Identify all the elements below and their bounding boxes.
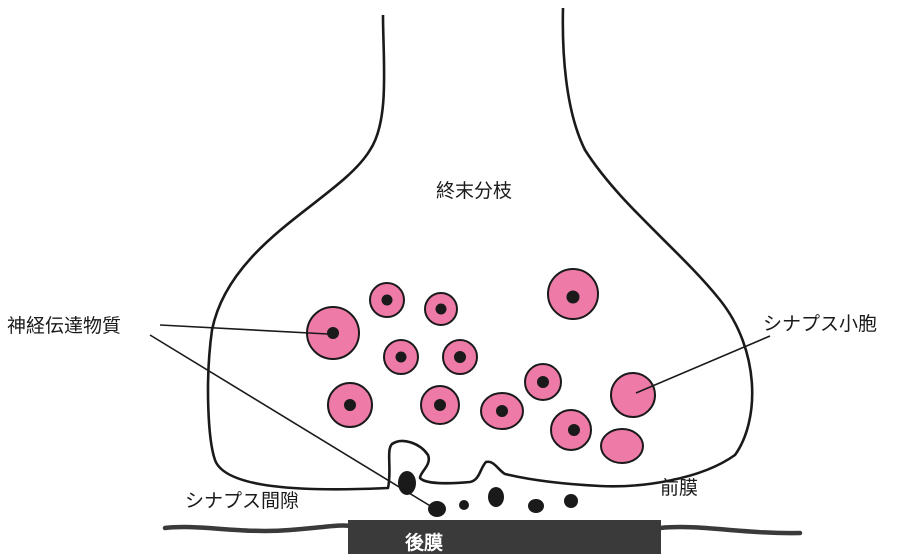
vesicle bbox=[425, 293, 457, 325]
vesicle bbox=[370, 283, 404, 317]
neurotransmitter-particle bbox=[564, 494, 578, 508]
vesicle bbox=[525, 364, 561, 400]
label-terminal-branch: 終末分枝 bbox=[436, 180, 512, 202]
label-presynaptic-membrane: 前膜 bbox=[660, 477, 698, 499]
terminal-membrane bbox=[208, 8, 752, 489]
vesicle bbox=[481, 393, 523, 429]
vesicles bbox=[307, 269, 655, 463]
label-synaptic-cleft: シナプス間隙 bbox=[185, 490, 299, 512]
vesicle bbox=[611, 373, 655, 417]
vesicle bbox=[601, 429, 643, 463]
vesicle bbox=[551, 410, 591, 450]
vesicle bbox=[443, 340, 477, 374]
vesicle bbox=[328, 383, 372, 427]
neurotransmitter-particle bbox=[488, 487, 504, 507]
vesicle bbox=[548, 269, 598, 319]
neurotransmitter-particle bbox=[528, 499, 544, 513]
label-neurotransmitter: 神経伝達物質 bbox=[7, 315, 121, 337]
label-postsynaptic-membrane: 後膜 bbox=[405, 531, 443, 554]
neurotransmitters bbox=[398, 471, 578, 517]
neurotransmitter-particle bbox=[459, 500, 469, 510]
postsynaptic-bar bbox=[348, 520, 661, 554]
vesicle bbox=[384, 340, 418, 374]
vesicle bbox=[421, 386, 459, 424]
leader-line-neurotransmitter-to-vesicle bbox=[160, 325, 328, 334]
label-synaptic-vesicle: シナプス小胞 bbox=[763, 313, 877, 335]
neurotransmitter-particle bbox=[428, 501, 446, 517]
